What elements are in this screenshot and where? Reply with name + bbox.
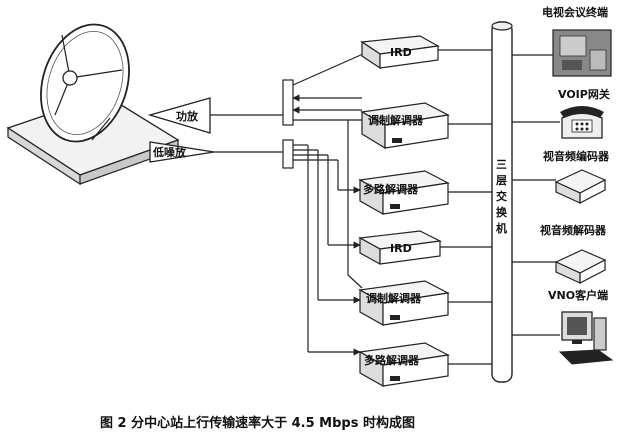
device-switch-links (438, 49, 492, 365)
rf-lines (292, 49, 373, 356)
switch-label-3: 换 (496, 205, 508, 219)
modem-1: 调制解调器 (360, 102, 450, 150)
av-encoder-label: 视音频编码器 (543, 149, 610, 163)
vno-client-label: VNO客户端 (548, 288, 608, 302)
power-amplifier: 功放 (147, 97, 283, 134)
demux-2-label: 多路解调器 (364, 353, 420, 367)
av-encoder-box (554, 169, 607, 204)
voip-phone-icon (560, 106, 604, 139)
ird-2-label: IRD (390, 242, 412, 255)
switch-label-2: 交 (496, 189, 507, 203)
combiner-box (282, 79, 294, 126)
modem-2: 调制解调器 (358, 280, 450, 327)
power-amp-label: 功放 (176, 109, 199, 123)
ird-1-label: IRD (390, 46, 412, 59)
demux-1: 多路解调器 (358, 170, 450, 216)
av-decoder-label: 视音频解码器 (540, 223, 607, 237)
lna-label: 低噪放 (152, 145, 187, 159)
switch-label-0: 三 (496, 158, 507, 171)
switch-label-4: 机 (496, 221, 507, 235)
low-noise-amplifier: 低噪放 (149, 141, 283, 163)
video-conf-label: 电视会议终端 (542, 5, 608, 19)
video-conf-terminal (552, 29, 612, 77)
demux-1-label: 多路解调器 (363, 182, 419, 196)
switch-terminal-links (512, 54, 560, 336)
voip-label: VOIP网关 (558, 87, 610, 101)
ird-1: IRD (360, 35, 440, 70)
layer3-switch: 三 层 交 换 机 (491, 21, 513, 383)
computer-icon (558, 311, 614, 365)
modem-2-label: 调制解调器 (366, 291, 422, 305)
demux-2: 多路解调器 (358, 342, 450, 388)
switch-label-1: 层 (495, 174, 507, 187)
av-decoder-box (554, 249, 607, 284)
figure-caption: 图 2 分中心站上行传输速率大于 4.5 Mbps 时构成图 (100, 415, 415, 431)
ird-2: IRD (358, 230, 443, 266)
modem-1-label: 调制解调器 (368, 113, 424, 127)
splitter-box (282, 139, 294, 169)
